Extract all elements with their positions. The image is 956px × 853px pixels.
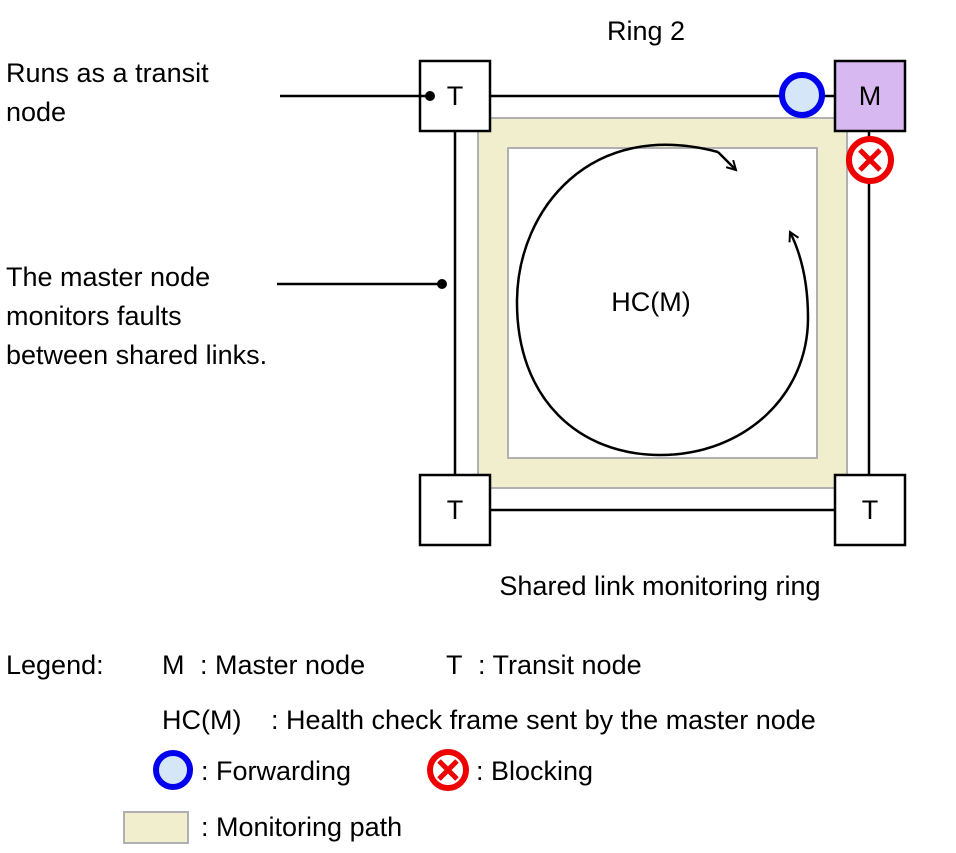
node-top-left-label: T [447, 81, 464, 111]
legend-hc-desc: : Health check frame sent by the master … [271, 705, 816, 735]
legend-blocking-desc: : Blocking [476, 756, 593, 786]
annotation-master-line2: monitors faults [6, 301, 182, 331]
legend-transit-key: T [446, 650, 463, 680]
legend-master-desc: : Master node [200, 650, 365, 680]
node-bottom-left-label: T [447, 495, 464, 525]
annotation-transit-line2: node [6, 97, 66, 127]
loop-arrow-top-head [717, 151, 736, 170]
loop-arrow-top [515, 143, 810, 457]
legend: Legend: M : Master node T : Transit node… [6, 650, 816, 844]
frame-label: HC(M) [611, 287, 690, 317]
legend-title: Legend: [6, 650, 104, 680]
node-bottom-left: T [418, 473, 492, 547]
annotation-transit-dot [425, 91, 435, 101]
ring-title: Ring 2 [607, 16, 685, 46]
health-check-loop [515, 143, 810, 457]
annotation-master-dot [437, 279, 447, 289]
legend-forwarding-desc: : Forwarding [201, 756, 351, 786]
legend-monitoring-desc: : Monitoring path [201, 812, 402, 842]
legend-monitoring-swatch [123, 811, 189, 844]
annotation-master-line1: The master node [6, 262, 210, 292]
legend-transit-desc: : Transit node [478, 650, 642, 680]
node-bottom-right-label: T [862, 495, 879, 525]
legend-forwarding-icon [153, 750, 193, 790]
node-bottom-right: T [833, 473, 907, 547]
legend-blocking-icon [427, 749, 469, 791]
annotation-transit-line1: Runs as a transit [6, 58, 209, 88]
ring-links [453, 94, 871, 512]
blocking-port-icon [846, 136, 894, 184]
legend-hc-key: HC(M) [162, 705, 241, 735]
node-top-right-label: M [859, 81, 882, 111]
legend-master-key: M [162, 650, 185, 680]
forwarding-port-icon [779, 72, 825, 118]
ring-caption: Shared link monitoring ring [499, 571, 820, 601]
node-top-right-master: M [833, 59, 907, 133]
annotation-master-line3: between shared links. [6, 340, 267, 370]
